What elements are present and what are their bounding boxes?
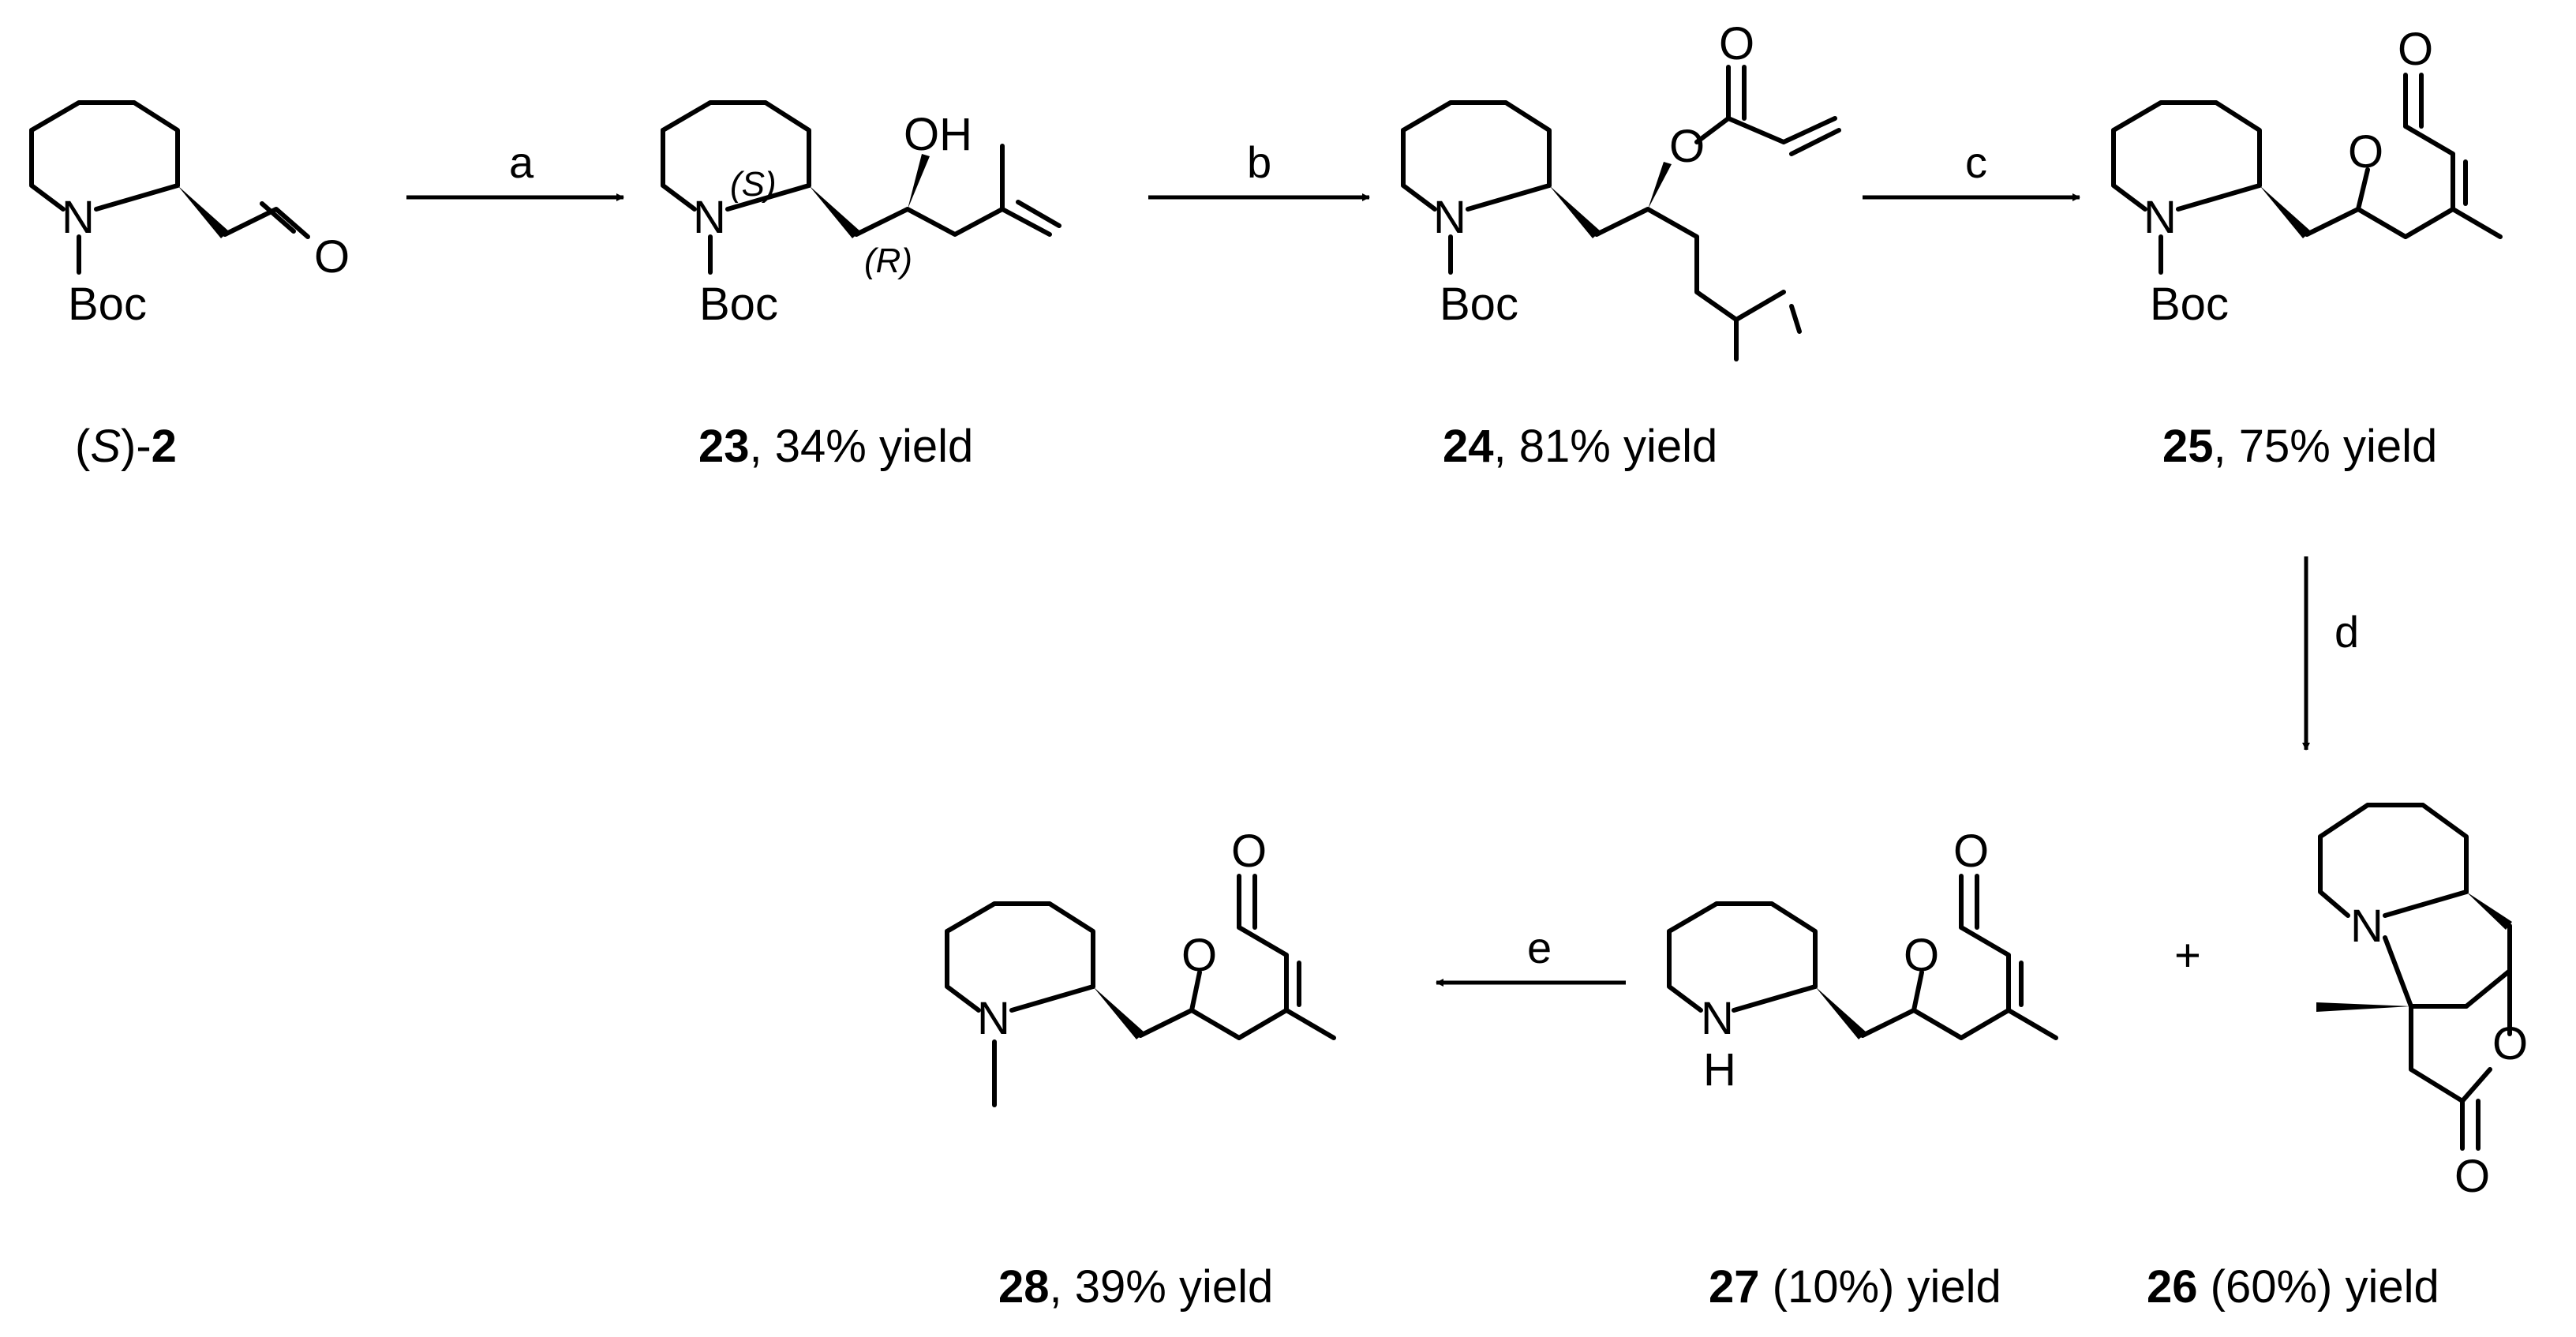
compound-24: N O O Boc [1401,18,1841,361]
wedge-bond [1549,185,1601,238]
step-b-label: b [1247,137,1271,187]
wedge-bond [2466,892,2512,930]
stereo-s-label: (S) [730,165,777,204]
ring-oxygen: O [2348,126,2383,178]
nitrogen-atom: N [2350,901,2383,952]
nitrogen-atom: N [2144,192,2177,243]
nitrogen-atom: N [1701,993,1734,1044]
label-compound-26: 26 (60%) yield [2147,1261,2439,1313]
boc-group: Boc [68,279,147,330]
carbonyl-oxygen: O [1719,18,1754,69]
nitrogen-atom: N [1433,192,1466,243]
hydrogen-atom: H [1703,1044,1736,1095]
compound-26: N O O [2316,803,2528,1202]
ring-oxygen: O [1181,930,1217,981]
compound-25: N O O Boc [2111,24,2503,330]
plus-sign: + [2174,930,2201,981]
label-compound-24: 24, 81% yield [1443,421,1717,472]
hash-bond-ester [1648,162,1672,209]
label-compound-25: 25, 75% yield [2162,421,2437,472]
wedge-bond [2260,185,2311,238]
label-compound-23: 23, 34% yield [698,421,973,472]
ring-oxygen: O [2492,1018,2528,1069]
carbonyl-oxygen: O [1953,826,1989,877]
ring-oxygen: O [1904,930,1939,981]
carbonyl-oxygen: O [2398,24,2433,75]
stereo-r-label: (R) [864,242,912,280]
step-e-label: e [1527,923,1552,972]
compound-23: N OH (S) (R) Boc [661,100,1061,330]
label-compound-27: 27 (10%) yield [1709,1261,2001,1313]
label-compound-2: (S)-2 [75,421,177,472]
boc-group: Boc [2150,279,2229,330]
step-c-label: c [1965,137,1987,187]
ester-oxygen: O [1669,121,1705,172]
wedge-bond [1093,987,1144,1039]
hash-bond-oh [908,154,930,209]
carbonyl-oxygen: O [1231,826,1267,877]
compound-28: N O O [945,826,1336,1107]
boc-group: Boc [1440,279,1518,330]
carbonyl-oxygen: O [2454,1151,2490,1202]
wedge-bond [1815,987,1866,1039]
nitrogen-atom: N [977,993,1010,1044]
compound-s-2: N O Boc [29,100,350,330]
step-a-label: a [509,137,534,187]
label-compound-28: 28, 39% yield [998,1261,1273,1313]
nitrogen-atom: N [62,192,95,243]
wedge-bond [809,185,860,238]
oxygen-atom: O [314,231,350,283]
methyl-wedge [2316,1002,2411,1012]
step-d-label: d [2334,607,2359,657]
compound-27: N H O O [1667,826,2058,1095]
wedge-bond [178,185,229,238]
boc-group: Boc [699,279,778,330]
hydroxyl-group: OH [904,109,972,160]
nitrogen-atom: N [693,192,726,243]
